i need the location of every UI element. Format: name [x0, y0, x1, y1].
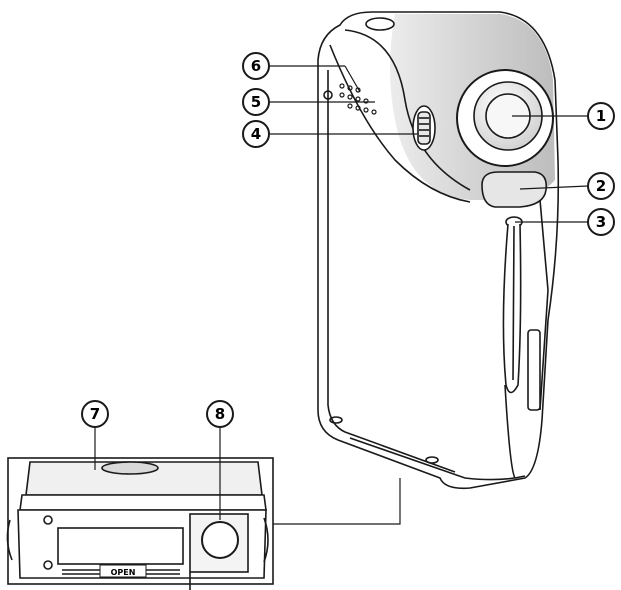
- lens: [456, 69, 554, 167]
- head-curve: [329, 44, 471, 203]
- screw-top: [43, 515, 53, 525]
- callout-8: 8: [206, 400, 234, 428]
- foot-left: [329, 416, 343, 424]
- body-inner-edge: [327, 70, 456, 473]
- strap: [502, 216, 523, 479]
- callout-4: 4: [242, 120, 270, 148]
- open-label: OPEN: [111, 568, 136, 577]
- callout-leaders: [270, 65, 589, 223]
- callout-6-label: 6: [251, 57, 261, 75]
- tripod-socket: [201, 521, 239, 559]
- top-button: [365, 17, 395, 31]
- callout-1: 1: [587, 102, 615, 130]
- base-strip: [349, 437, 526, 481]
- side-connector: [527, 329, 541, 411]
- callout-5-label: 5: [251, 93, 261, 111]
- inset-connector-line: [273, 478, 401, 525]
- flash-window: [481, 171, 548, 208]
- callout-badges: 6 5 4 1 2 3 7 8: [81, 52, 615, 428]
- callout-6: 6: [242, 52, 270, 80]
- callout-4-label: 4: [251, 125, 261, 143]
- callout-7: 7: [81, 400, 109, 428]
- battery-cover: [57, 527, 184, 565]
- callout-5: 5: [242, 88, 270, 116]
- indicator-dot: [323, 90, 333, 100]
- foot-right: [425, 456, 439, 464]
- callout-1-label: 1: [596, 107, 606, 125]
- speaker-grille: [339, 83, 377, 115]
- callout-8-label: 8: [215, 405, 225, 423]
- screw-bottom: [43, 560, 53, 570]
- callout-3-label: 3: [596, 213, 606, 231]
- side-panel: [539, 199, 549, 411]
- callout-2: 2: [587, 172, 615, 200]
- open-label-box: [99, 564, 147, 578]
- camcorder-front-view: [317, 11, 560, 490]
- bottom-view-inset: [6, 457, 274, 590]
- head-curve-inner: [344, 29, 471, 191]
- callout-3: 3: [587, 208, 615, 236]
- callout-7-label: 7: [90, 405, 100, 423]
- mode-switch: [412, 105, 436, 151]
- inset-callout-leaders: [94, 428, 221, 520]
- callout-2-label: 2: [596, 177, 606, 195]
